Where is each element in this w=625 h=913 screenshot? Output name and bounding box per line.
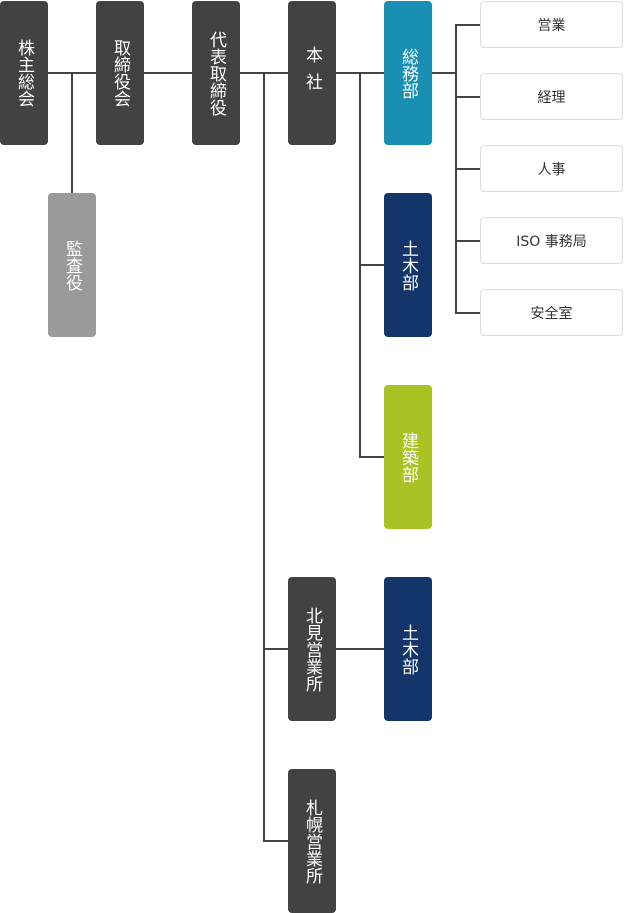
section-accounting: 経理 [480,73,623,120]
node-civil-engineering: 土木部 [384,193,432,337]
connector-line [263,72,265,842]
node-head-office: 本社 [288,1,336,145]
connector-line [263,840,288,842]
section-human-resources: 人事 [480,145,623,192]
section-iso-office: ISO 事務局 [480,217,623,264]
section-label: 安全室 [530,305,573,322]
node-label: 本社 [302,46,322,100]
node-label: 株主総会 [14,39,34,107]
node-auditor: 監査役 [48,193,96,337]
node-representative-director: 代表取締役 [192,1,240,145]
connector-line [359,264,384,266]
connector-line [144,72,192,74]
node-label: 土木部 [398,623,418,675]
connector-line [455,24,480,26]
node-kitami-office: 北見営業所 [288,577,336,721]
connector-line [336,648,384,650]
node-label: 取締役会 [110,39,130,107]
node-kitami-civil-engineering: 土木部 [384,577,432,721]
section-label: 営業 [537,17,566,34]
section-safety: 安全室 [480,289,623,336]
connector-line [455,96,480,98]
node-label: 建築部 [398,431,418,483]
node-label: 土木部 [398,239,418,291]
node-label: 代表取締役 [206,30,226,116]
section-label: 経理 [537,89,566,106]
node-label: 札幌営業所 [302,798,322,884]
connector-line [455,312,480,314]
section-sales: 営業 [480,1,623,48]
connector-line [359,456,384,458]
node-board-of-directors: 取締役会 [96,1,144,145]
node-general-affairs: 総務部 [384,1,432,145]
node-shareholders-meeting: 株主総会 [0,1,48,145]
node-label: 総務部 [398,47,418,99]
connector-line [455,240,480,242]
node-construction: 建築部 [384,385,432,529]
connector-line [263,648,288,650]
section-label: 人事 [537,161,566,178]
node-label: 監査役 [62,239,82,291]
node-sapporo-office: 札幌営業所 [288,769,336,913]
node-label: 北見営業所 [302,606,322,692]
connector-line [71,72,73,193]
connector-line [432,72,457,74]
connector-line [455,168,480,170]
section-label: ISO 事務局 [516,233,587,250]
